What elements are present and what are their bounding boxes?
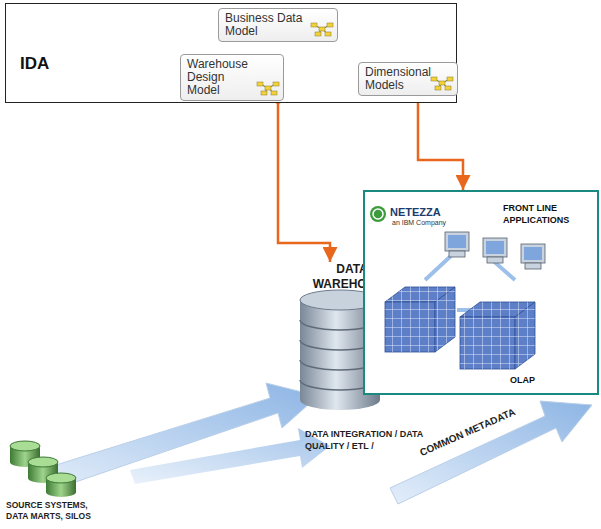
box-label: Dimensional Models [365, 66, 431, 92]
flow-arrow [130, 428, 330, 484]
model-box: Business Data Model [218, 8, 338, 42]
model-box: Dimensional Models [358, 62, 458, 96]
model-icon [256, 80, 280, 96]
model-box: Warehouse Design Model [180, 54, 284, 101]
integration-label: DATA INTEGRATION / DATA QUALITY / ETL / [305, 428, 423, 452]
vendor-tagline: an IBM Company [392, 219, 446, 226]
model-icon [430, 75, 454, 91]
source-label: SOURCE SYSTEMS, DATA MARTS, SILOS [6, 500, 106, 522]
box-label: Warehouse Design Model [187, 58, 253, 97]
panel-heading: FRONT LINE APPLICATIONS [503, 202, 593, 226]
vendor-logo-text: NETEZZA [390, 206, 441, 218]
metadata-arrow [390, 401, 592, 504]
netezza-panel: NETEZZAan IBM Company FRONT LINE APPLICAT… [363, 190, 599, 395]
model-icon [310, 21, 334, 37]
source-cylinders [10, 441, 76, 497]
box-label: Business Data Model [225, 12, 307, 38]
flow-arrow-connector [418, 96, 463, 190]
ida-panel: IDA Business Data ModelWarehouse Design M… [5, 3, 457, 103]
panel-title: IDA [20, 54, 49, 74]
olap-label: OLAP [510, 375, 535, 385]
flow-arrow-connector [278, 101, 330, 262]
